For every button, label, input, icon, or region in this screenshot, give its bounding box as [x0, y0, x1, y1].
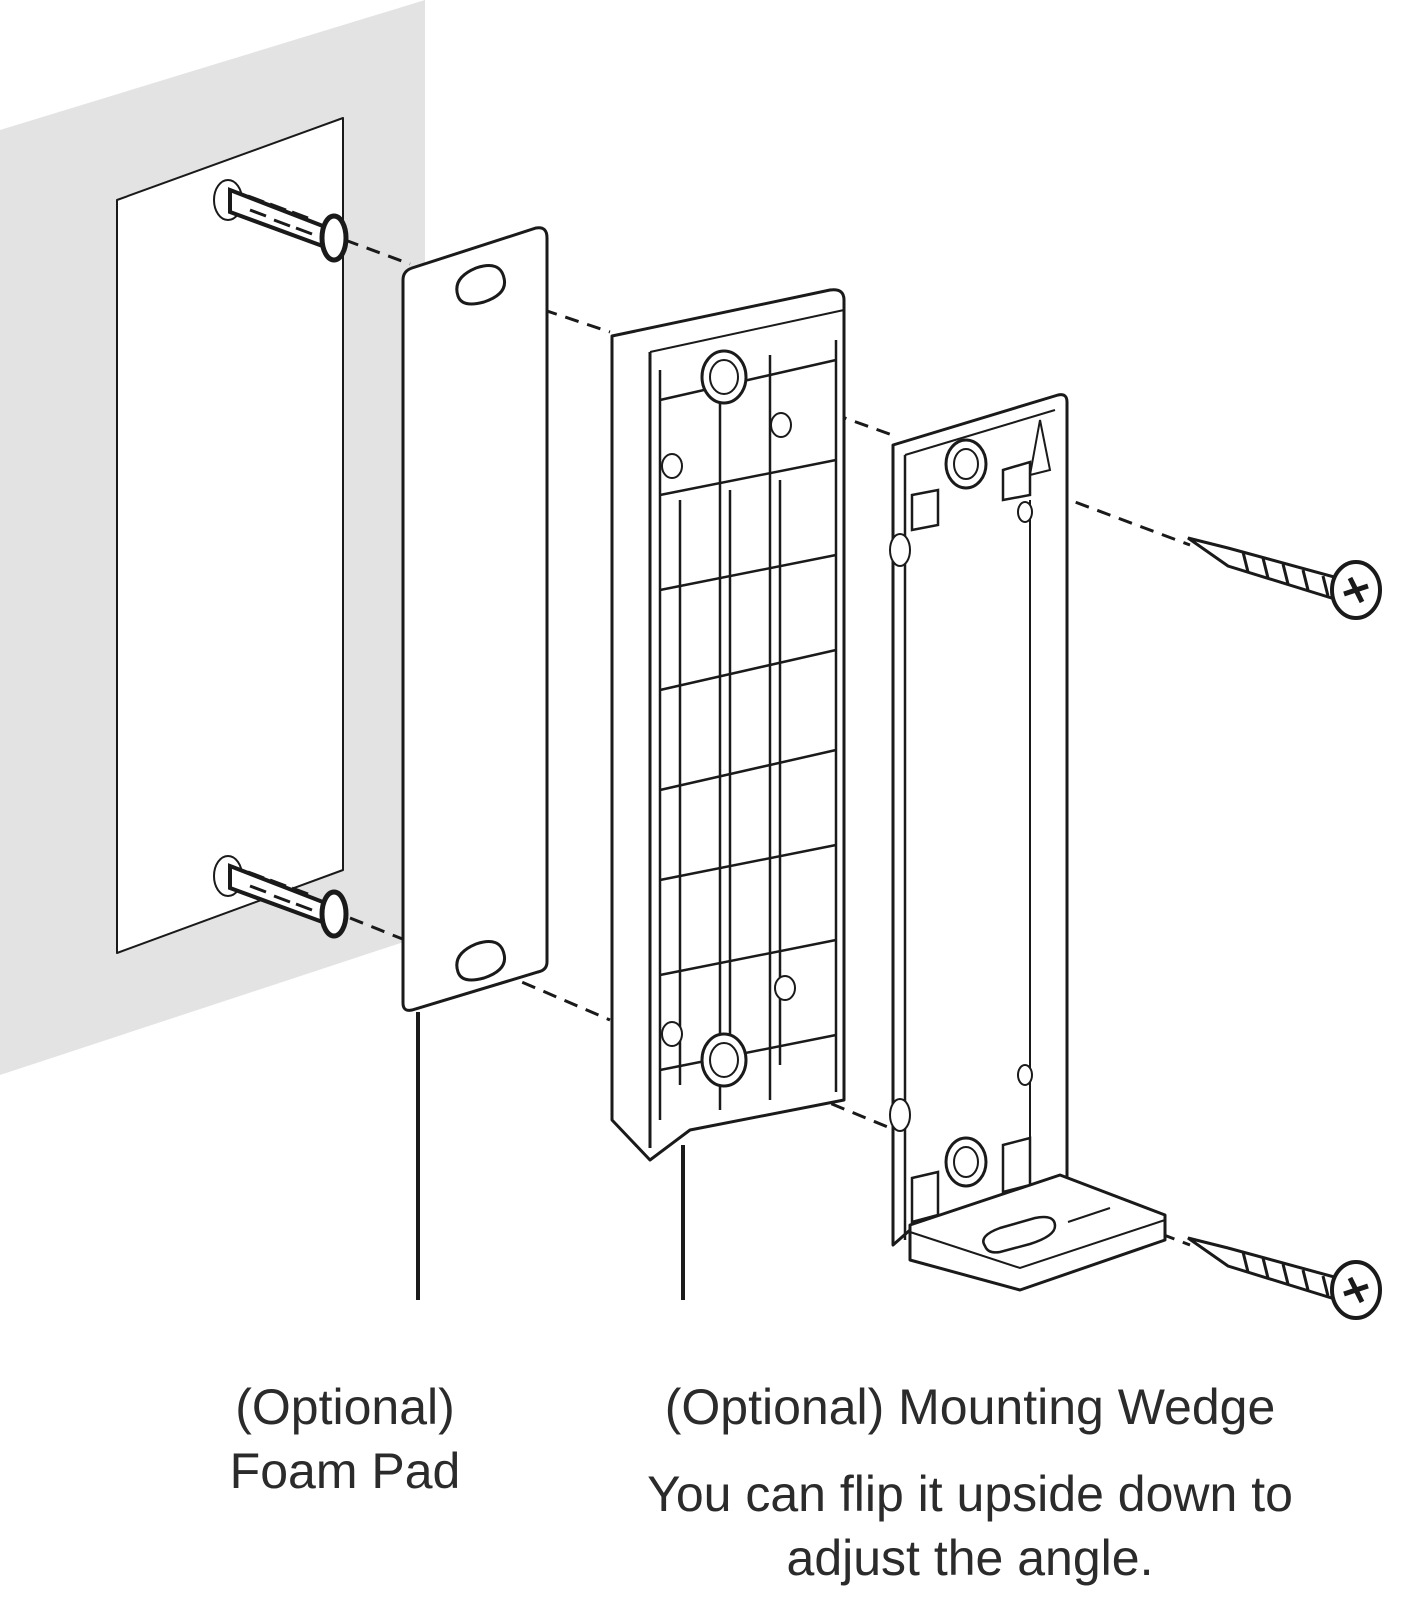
screw-icon [1188, 1238, 1380, 1318]
flip-note-line1: You can flip it upside down to [647, 1466, 1293, 1522]
flip-note: You can flip it upside down to adjust th… [570, 1462, 1370, 1590]
leader-lines [416, 1012, 685, 1300]
mounting-wedge-label: (Optional) Mounting Wedge [664, 1379, 1276, 1435]
screw-icon [1188, 538, 1380, 618]
wall-template [116, 117, 344, 954]
foam-pad-label-line2: Foam Pad [229, 1443, 461, 1499]
foam-pad-label: (Optional) Foam Pad [140, 1375, 550, 1503]
mounting-wedge [610, 288, 846, 1162]
foam-pad [401, 226, 549, 1012]
flip-note-line2: adjust the angle. [786, 1530, 1154, 1586]
foam-pad-label-line1: (Optional) [235, 1379, 455, 1435]
mount-bracket [889, 393, 1167, 1292]
